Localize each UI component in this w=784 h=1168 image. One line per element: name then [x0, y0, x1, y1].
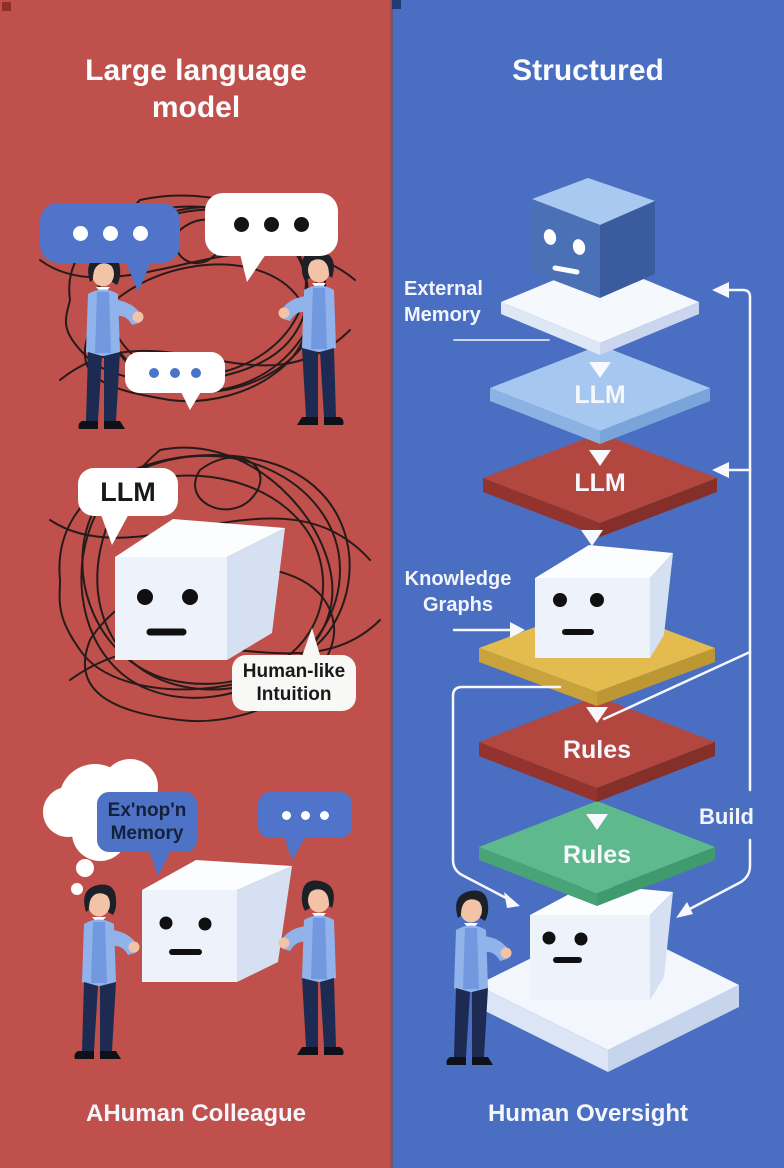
person-figure: [74, 884, 140, 1059]
bubble-tail: [240, 254, 266, 282]
llm-cube-icon: [115, 519, 285, 660]
left-illustration: [39, 194, 381, 1059]
panel-divider: [390, 0, 393, 1168]
chat-bubble-dots: [205, 193, 338, 256]
right-panel-title: Structured: [512, 54, 664, 87]
memory-bubble-label: Ex'nop'n Memory: [107, 799, 187, 844]
left-panel-caption: AHuman Colleague: [85, 1100, 307, 1127]
memory-bubble: Ex'nop'n Memory: [97, 792, 197, 852]
down-arrow-icon: [586, 707, 608, 723]
bubble-tail: [100, 512, 130, 545]
intuition-label: Human-like Intuition: [242, 660, 346, 705]
knowledge-graphs-label: Knowledge Graphs: [404, 568, 512, 616]
right-illustration: [446, 178, 752, 1072]
llm-layer-red: [483, 433, 717, 537]
down-arrow-icon: [589, 362, 611, 378]
person-figure: [278, 250, 344, 425]
build-label: Build: [699, 804, 754, 829]
bubble-tail: [148, 848, 172, 876]
bubble-tail: [284, 836, 306, 860]
corner-artifact: [2, 2, 11, 11]
knowledge-cube-icon: [535, 545, 673, 658]
external-memory-platform: [501, 261, 699, 355]
arrowheads: [504, 282, 729, 918]
bubble-tail: [125, 260, 152, 292]
llm-layer-red-label: LLM: [574, 469, 626, 497]
external-memory-label: External Memory: [404, 278, 483, 326]
chat-bubble-dots: [258, 792, 352, 838]
llm-bubble-label: LLM: [100, 476, 156, 507]
down-arrow-icon: [589, 450, 611, 466]
right-panel-caption: Human Oversight: [487, 1100, 689, 1127]
bubble-tail: [300, 628, 322, 662]
panel-structured: Structured External Memory LLM LLM Knowl…: [392, 0, 784, 1168]
rules-green-label: Rules: [562, 841, 632, 869]
corner-artifact: [392, 0, 401, 9]
flow-arrows: [451, 288, 752, 914]
person-figure: [278, 880, 344, 1055]
down-arrow-icon: [581, 530, 603, 546]
rules-red-label: Rules: [562, 736, 632, 764]
bubble-tail: [180, 390, 202, 410]
left-panel-title: Large language model: [85, 54, 307, 124]
chat-bubble-dots: [40, 203, 180, 263]
intuition-bubble: Human-like Intuition: [232, 655, 356, 711]
rules-layer-red: [479, 696, 715, 802]
llm-speech-bubble: LLM: [78, 468, 178, 516]
llm-layer-blue-label: LLM: [574, 381, 626, 409]
agent-cube-icon: [532, 178, 655, 298]
down-arrow-icon: [586, 814, 608, 830]
llm-layer-blue: [490, 345, 710, 444]
llm-cube-icon: [142, 860, 292, 982]
panel-llm: Large language model LLM Human-like Intu…: [0, 0, 392, 1168]
chat-bubble-dots: [125, 352, 225, 393]
rules-layer-green: [479, 801, 715, 906]
